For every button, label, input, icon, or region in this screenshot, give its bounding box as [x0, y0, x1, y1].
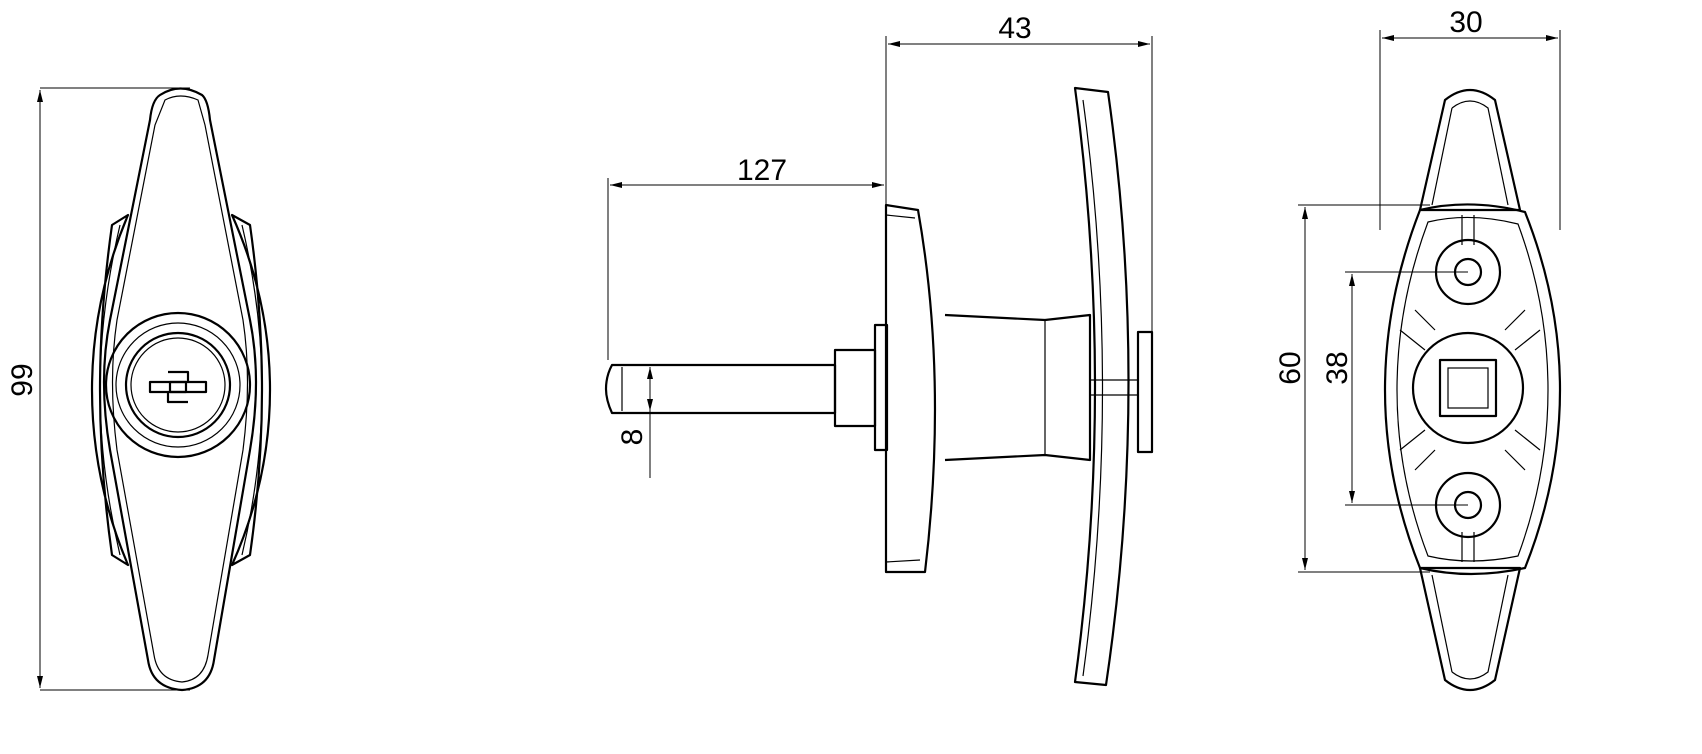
key-cylinder: [104, 311, 252, 459]
mounting-hole-top: [1453, 257, 1483, 287]
side-view: 127 43 8: [604, 12, 1154, 687]
dim-label-43: 43: [998, 12, 1031, 45]
dim-label-30: 30: [1449, 6, 1482, 39]
front-view: 99: [6, 87, 272, 692]
keyhole-icon: [148, 370, 208, 404]
dimension-depth: 43: [885, 12, 1153, 335]
base-plate-rear: [1383, 203, 1562, 576]
mounting-hole-bottom: [1453, 490, 1483, 520]
dim-label-8: 8: [616, 429, 649, 446]
side-body: [604, 86, 1154, 687]
dimension-height: 99: [6, 87, 190, 691]
dimension-shaft-length: 127: [607, 154, 884, 360]
rear-body: [1383, 88, 1562, 692]
square-drive: [1438, 358, 1498, 418]
dimension-base-height: 60: [1274, 204, 1430, 573]
side-handle: [1073, 86, 1130, 687]
shaft: [604, 363, 837, 415]
rear-view: 30 60 38: [1274, 6, 1562, 692]
dim-label-127: 127: [737, 154, 787, 187]
dimension-shaft-square: 8: [616, 367, 653, 478]
dim-label-99: 99: [6, 363, 39, 396]
dim-label-38: 38: [1321, 351, 1354, 384]
dimension-hole-spacing: 38: [1321, 271, 1468, 506]
dimension-width: 30: [1379, 6, 1561, 230]
base-plate: [884, 203, 937, 574]
dim-label-60: 60: [1274, 351, 1307, 384]
front-handle: [90, 87, 272, 692]
